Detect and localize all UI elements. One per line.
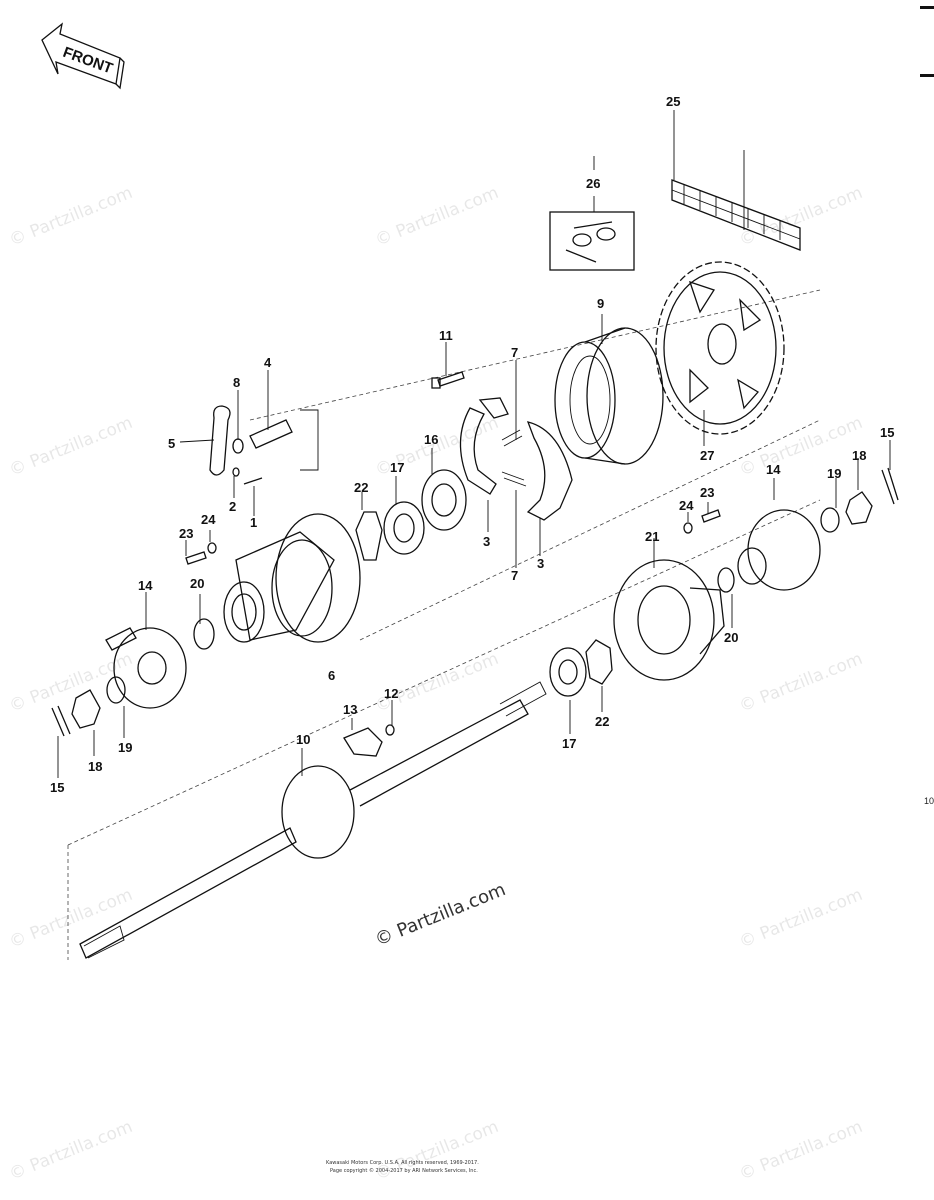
watermark: © Partzilla.com — [6, 885, 135, 953]
callout-20: 20 — [190, 576, 204, 591]
callout-17: 17 — [562, 736, 576, 751]
watermark: © Partzilla.com — [736, 413, 865, 481]
bearing-set-lower — [549, 639, 613, 697]
watermark-main: © Partzilla.com — [372, 879, 509, 951]
watermark-layer: © Partzilla.com © Partzilla.com © Partzi… — [6, 183, 865, 1185]
watermark: © Partzilla.com — [6, 183, 135, 251]
edge-mark-top — [920, 6, 934, 9]
callout-13: 13 — [343, 702, 357, 717]
callout-10: 10 — [296, 732, 310, 747]
callout-23: 23 — [179, 526, 193, 541]
callout-14: 14 — [138, 578, 153, 593]
callout-18: 18 — [88, 759, 102, 774]
callout-6: 6 — [328, 668, 335, 683]
master-link-kit — [549, 211, 635, 271]
bolt-nut-left — [185, 542, 217, 565]
callout-21: 21 — [645, 529, 659, 544]
callout-19: 19 — [118, 740, 132, 755]
assembly-axis-lines — [67, 289, 821, 960]
callout-26: 26 — [586, 176, 600, 191]
rear-sprocket — [655, 261, 785, 435]
watermark: © Partzilla.com — [372, 183, 501, 251]
copyright-line-2: Page copyright © 2004-2017 by ARI Networ… — [330, 1167, 478, 1174]
edge-mark-second — [920, 74, 934, 77]
callout-15: 15 — [50, 780, 64, 795]
watermark: © Partzilla.com — [736, 649, 865, 717]
watermark: © Partzilla.com — [6, 1117, 135, 1185]
callout-labels: 1 2 3 3 4 5 6 7 7 8 9 10 11 12 13 14 14 … — [50, 94, 894, 795]
callout-19: 19 — [827, 466, 841, 481]
watermark: © Partzilla.com — [6, 413, 135, 481]
callout-25: 25 — [666, 94, 680, 109]
callout-4: 4 — [264, 355, 272, 370]
callout-8: 8 — [233, 375, 240, 390]
drive-chain — [671, 179, 801, 251]
page-marker: 10 — [924, 796, 934, 806]
callout-22: 22 — [595, 714, 609, 729]
callout-7: 7 — [511, 568, 518, 583]
bolt-11 — [431, 371, 465, 389]
callout-5: 5 — [168, 436, 175, 451]
callout-17: 17 — [390, 460, 404, 475]
watermark: © Partzilla.com — [372, 1117, 501, 1185]
watermark: © Partzilla.com — [736, 1117, 865, 1185]
callout-3: 3 — [537, 556, 544, 571]
callout-3: 3 — [483, 534, 490, 549]
callout-14: 14 — [766, 462, 781, 477]
callout-20: 20 — [724, 630, 738, 645]
brake-cam-lever — [209, 405, 293, 485]
rear-hub — [223, 513, 361, 643]
callout-2: 2 — [229, 499, 236, 514]
callout-18: 18 — [852, 448, 866, 463]
watermark: © Partzilla.com — [736, 885, 865, 953]
bearing-set-upper — [355, 469, 467, 561]
callout-1: 1 — [250, 515, 257, 530]
hub-coupling-left — [51, 618, 215, 737]
callout-11: 11 — [439, 328, 453, 343]
brake-drum — [554, 327, 664, 465]
callout-23: 23 — [700, 485, 714, 500]
watermark: © Partzilla.com — [736, 183, 865, 251]
rear-axle — [79, 681, 547, 959]
callout-12: 12 — [384, 686, 398, 701]
callout-22: 22 — [354, 480, 368, 495]
callout-24: 24 — [679, 498, 694, 513]
hub-coupling-right — [613, 467, 899, 681]
callout-27: 27 — [700, 448, 714, 463]
callout-15: 15 — [880, 425, 894, 440]
callout-7: 7 — [511, 345, 518, 360]
front-arrow-icon: FRONT — [41, 22, 125, 90]
callout-16: 16 — [424, 432, 438, 447]
callout-9: 9 — [597, 296, 604, 311]
brake-shoes — [459, 397, 573, 521]
copyright-line-1: Kawasaki Motors Corp. U.S.A. All rights … — [326, 1160, 479, 1166]
callout-24: 24 — [201, 512, 216, 527]
leader-lines — [57, 110, 891, 778]
